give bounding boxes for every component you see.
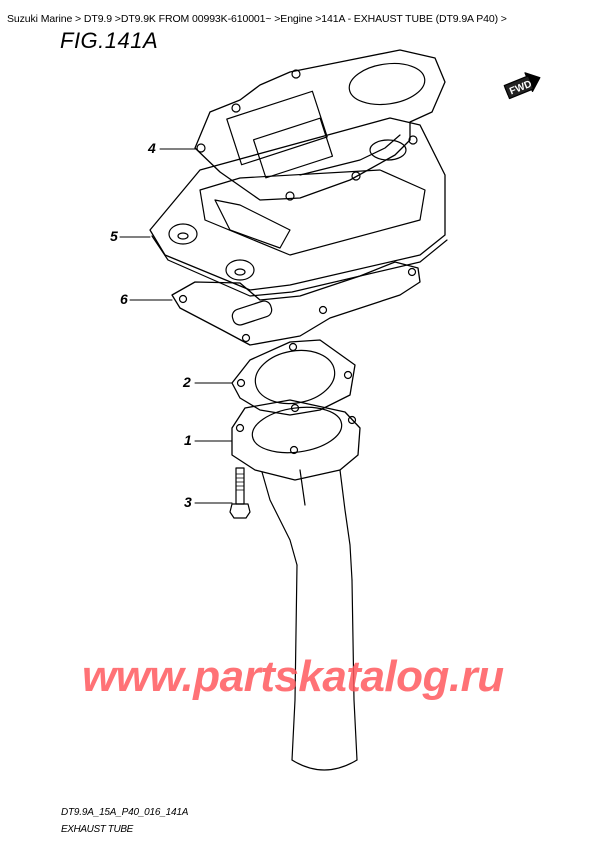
gasket-part-2 <box>231 339 356 416</box>
callout-4[interactable]: 4 <box>148 140 156 156</box>
callout-1[interactable]: 1 <box>184 432 192 448</box>
exhaust-tube-part-1 <box>231 399 361 771</box>
drawing-code: DT9.9A_15A_P40_016_141A <box>61 807 189 818</box>
gasket-part-6 <box>171 261 421 346</box>
leader-lines <box>119 148 233 504</box>
fwd-arrow-icon: FWD <box>503 72 541 100</box>
callout-3[interactable]: 3 <box>184 494 192 510</box>
drawing-name: EXHAUST TUBE <box>61 824 133 835</box>
bolt-part-3 <box>229 467 251 519</box>
callout-2[interactable]: 2 <box>183 374 191 390</box>
watermark-text: www.partskatalog.ru <box>82 652 504 701</box>
breadcrumb[interactable]: Suzuki Marine > DT9.9 >DT9.9K FROM 00993… <box>7 13 507 25</box>
callout-5[interactable]: 5 <box>110 228 118 244</box>
callout-6[interactable]: 6 <box>120 291 128 307</box>
gasket-part-4 <box>194 49 446 201</box>
figure-title: FIG.141A <box>60 28 159 53</box>
